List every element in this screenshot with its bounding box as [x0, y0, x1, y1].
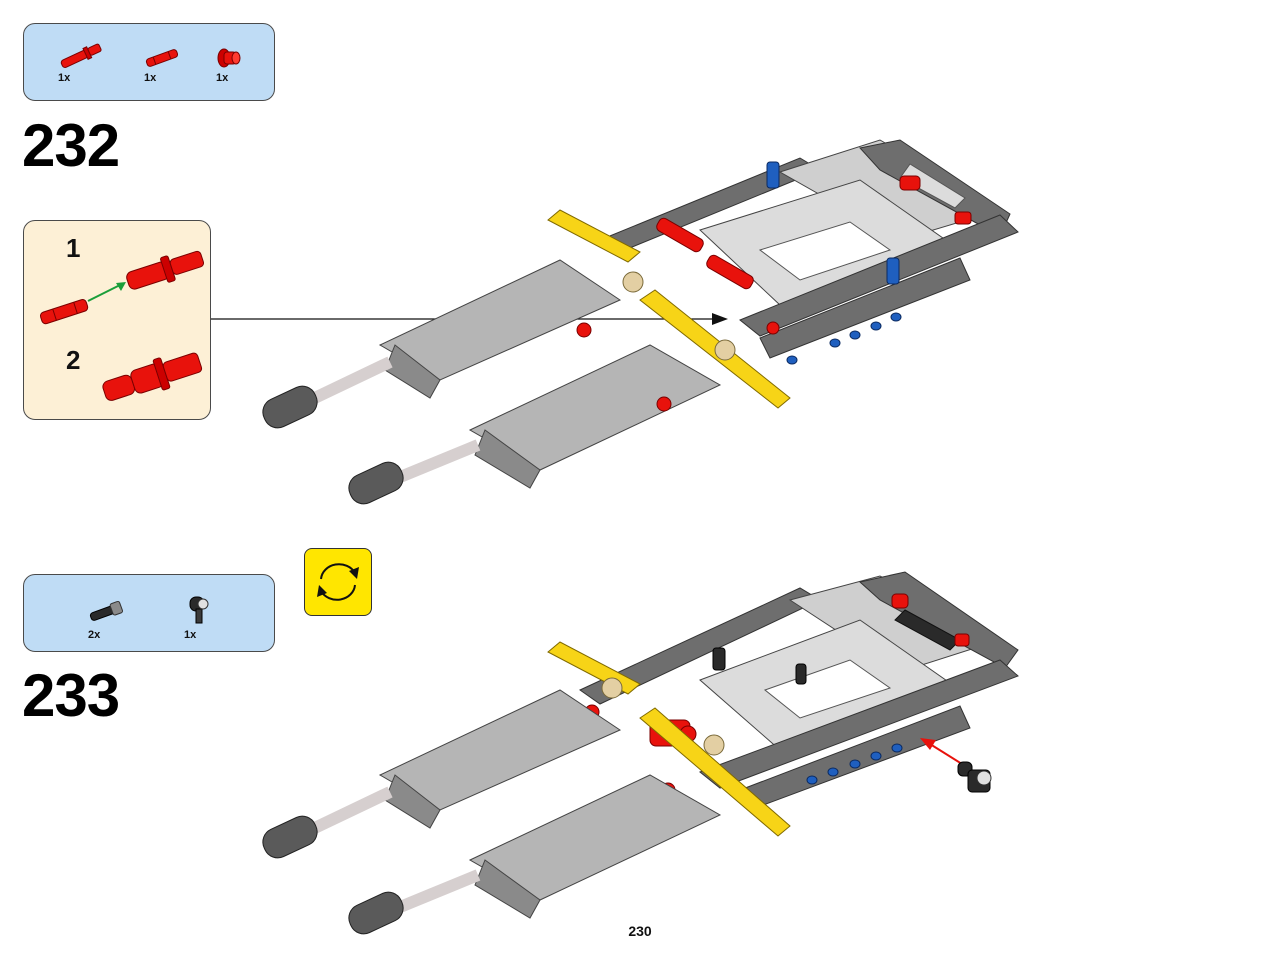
substep-number: 1 — [66, 233, 81, 263]
red-axle-pin-icon — [60, 43, 102, 69]
red-connector-pin-icon — [39, 299, 89, 325]
subassembly-callout: 1 2 — [23, 220, 211, 420]
red-connector-pin-icon — [145, 49, 179, 67]
step-number: 232 — [22, 112, 120, 179]
part-qty: 1x — [58, 72, 71, 84]
step-number: 233 — [22, 662, 120, 729]
part-qty: 2x — [88, 629, 101, 641]
rotate-arrows-icon — [317, 563, 359, 601]
rotate-model-badge — [304, 548, 372, 616]
red-axle-pin-icon — [126, 250, 205, 290]
parts-list-233: 2x 1x — [23, 574, 275, 652]
part-qty: 1x — [216, 72, 229, 84]
page-number: 230 — [628, 923, 652, 939]
part-qty: 1x — [184, 629, 197, 641]
red-bush-icon — [217, 48, 241, 68]
parts-list-232: 1x 1x 1x — [23, 23, 275, 101]
part-qty: 1x — [144, 72, 157, 84]
substep-number: 2 — [66, 345, 81, 375]
red-axle-pin-assembled-icon — [102, 352, 203, 401]
green-arrow-icon — [87, 282, 126, 302]
black-angle-connector-icon — [189, 596, 209, 624]
black-pin-with-bush-icon — [89, 600, 124, 621]
